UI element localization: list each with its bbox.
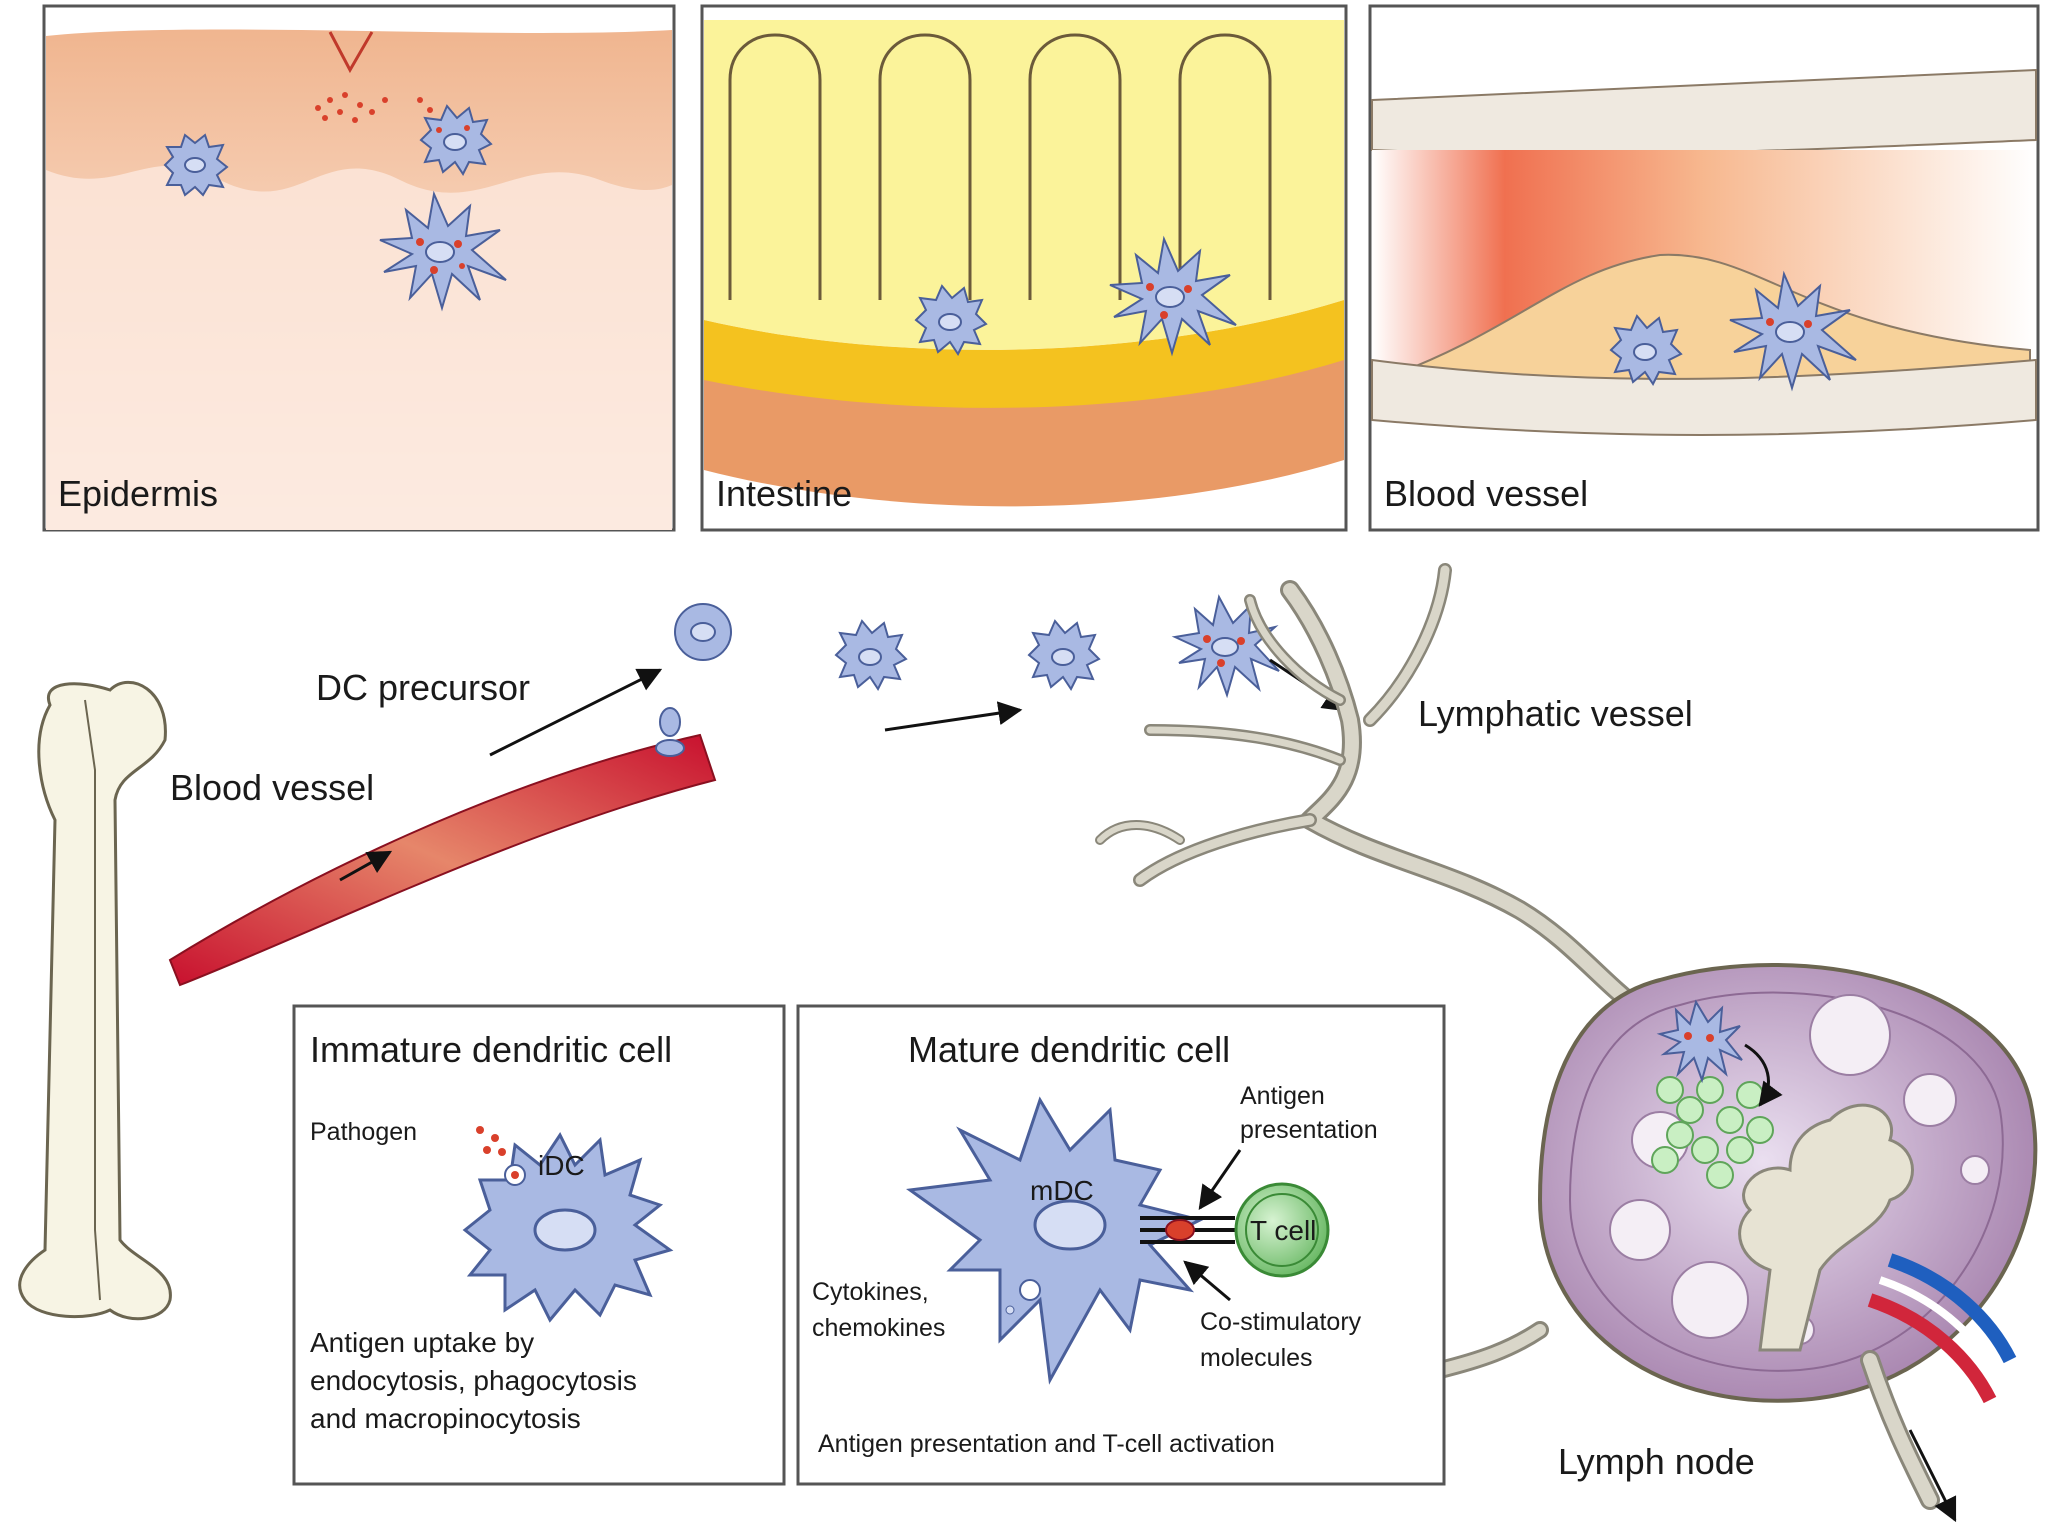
bone-icon — [18, 680, 172, 1321]
immature-desc-line3: and macropinocytosis — [310, 1403, 581, 1434]
pathogen-label: Pathogen — [310, 1118, 417, 1146]
migrating-dc-1 — [834, 619, 908, 691]
blood-vessel-tube — [168, 707, 717, 987]
epidermis-label: Epidermis — [58, 473, 218, 514]
immature-dc-title: Immature dendritic cell — [310, 1029, 672, 1070]
vessel-dc-1 — [1609, 314, 1683, 386]
antigen-presentation-line1: Antigen — [1240, 1082, 1325, 1110]
cytokines-line2: chemokines — [812, 1314, 945, 1342]
intestine-label: Intestine — [716, 473, 852, 514]
dc-precursor-label: DC precursor — [316, 667, 530, 708]
cytokines-line1: Cytokines, — [812, 1278, 929, 1306]
mdc-label: mDC — [1030, 1175, 1094, 1206]
epidermis-dc-1 — [163, 133, 229, 197]
pathogen-dots — [315, 92, 433, 123]
intestine-dc-1 — [914, 284, 988, 356]
mature-dc-title: Mature dendritic cell — [908, 1029, 1230, 1070]
lymph-node-dc — [1656, 999, 1743, 1084]
antigen-presentation-line2: presentation — [1240, 1116, 1378, 1144]
immature-desc-line1: Antigen uptake by — [310, 1327, 534, 1358]
lymph-node-artery-vein — [1867, 1253, 2017, 1404]
dc-precursor-cell — [674, 603, 732, 661]
mature-dc-box: Mature dendritic cell mDC T cell Antigen… — [796, 1004, 1446, 1486]
intestine-panel: Intestine — [700, 4, 1348, 532]
tcell-cluster-icon — [1651, 1076, 1774, 1189]
epidermis-dc-2 — [419, 104, 493, 176]
precursor-arrow — [489, 668, 663, 757]
lymph-node — [1431, 963, 2038, 1523]
dc-exiting-vessel-icon — [655, 707, 685, 757]
blood-vessel-panel: Blood vessel — [1368, 4, 2040, 532]
blood-vessel-panel-label: Blood vessel — [1384, 473, 1588, 514]
t-cell-icon — [1234, 1182, 1330, 1278]
costim-line2: molecules — [1200, 1344, 1313, 1372]
mature-caption: Antigen presentation and T-cell activati… — [818, 1430, 1275, 1458]
idc-label: iDC — [538, 1150, 585, 1181]
intestine-dc-2 — [1109, 235, 1237, 357]
migrating-dc-mature — [1171, 594, 1280, 699]
immature-desc-line2: endocytosis, phagocytosis — [310, 1365, 637, 1396]
epidermis-dc-3 — [379, 190, 507, 312]
idc-cell-icon — [462, 1132, 674, 1323]
lymphatic-vessel-label: Lymphatic vessel — [1418, 693, 1693, 734]
migrating-dc-2 — [1027, 619, 1101, 691]
migration-arrow — [884, 701, 1023, 732]
epidermis-panel: Epidermis — [42, 4, 676, 532]
blood-vessel-label: Blood vessel — [170, 767, 374, 808]
costim-line1: Co-stimulatory — [1200, 1308, 1362, 1336]
lymphatic-vessel — [1095, 563, 1650, 1020]
lymph-node-label: Lymph node — [1558, 1441, 1755, 1482]
t-cell-label: T cell — [1250, 1215, 1316, 1246]
mdc-cell-icon — [906, 1096, 1205, 1385]
intestinal-villi — [728, 33, 1272, 300]
immature-dc-box: Immature dendritic cell Pathogen iDC Ant… — [292, 1004, 786, 1486]
antigen-peptide-icon — [1165, 1219, 1195, 1241]
pathogen-icon — [476, 1126, 506, 1156]
vessel-dc-2 — [1729, 270, 1857, 392]
